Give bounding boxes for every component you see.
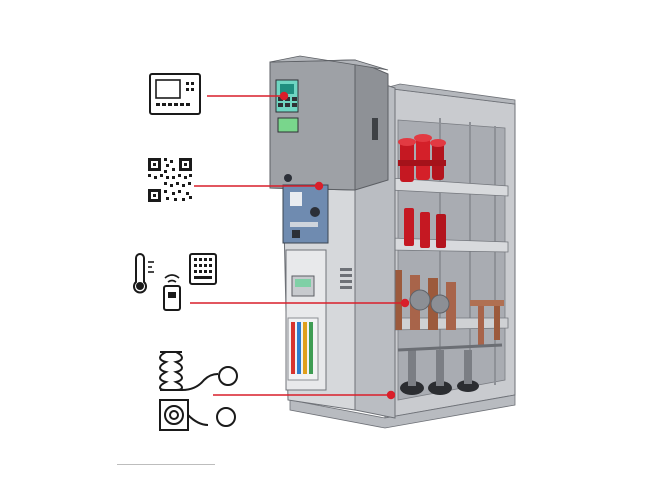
bushings	[404, 208, 446, 248]
lower-front-door	[285, 249, 352, 391]
callout-lines	[190, 91, 410, 400]
busbar-insulators	[398, 134, 446, 182]
low-voltage-compartment	[269, 55, 389, 191]
control-panel-icon	[149, 73, 201, 115]
cable-terminations	[397, 343, 503, 395]
coil-sensor-icon	[159, 351, 238, 391]
thermal-display-icon	[189, 253, 217, 285]
mechanism-panel	[282, 174, 329, 244]
temperature-sensor-icon	[133, 253, 154, 294]
switchgear-cabinet	[269, 55, 516, 429]
wireless-sensor-icon	[163, 274, 181, 311]
qr-code-icon	[148, 158, 192, 202]
copper-connections	[392, 270, 504, 346]
caption-rule	[117, 464, 215, 465]
current-transformer-icon	[159, 399, 236, 431]
